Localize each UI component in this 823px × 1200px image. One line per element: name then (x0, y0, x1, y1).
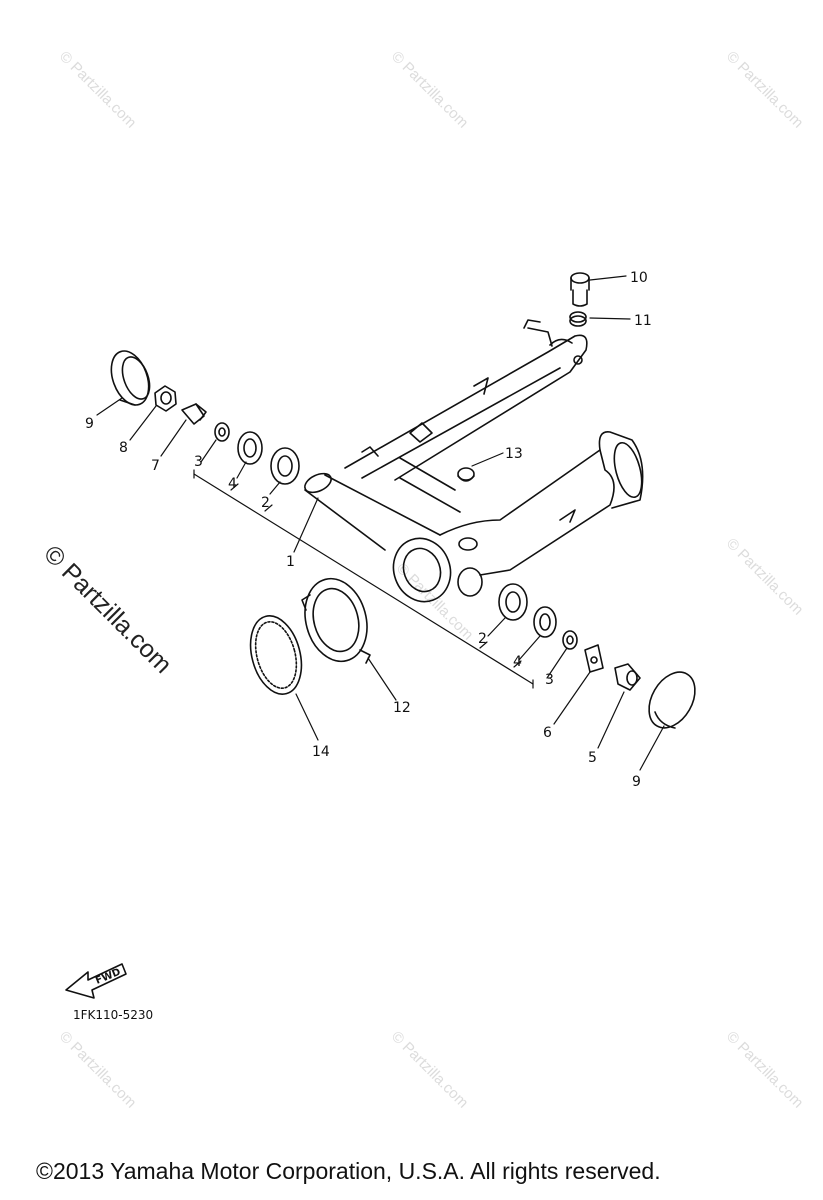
callout-label: 9 (85, 416, 94, 432)
bearing-part (237, 431, 263, 465)
fwd-arrow-icon (65, 963, 127, 999)
washer-part (562, 630, 578, 650)
gasket-part (249, 615, 303, 695)
callout-label: 4 (228, 476, 237, 492)
nut-part (154, 385, 177, 412)
callout-label: 3 (545, 672, 554, 688)
callout-label: 2 (478, 631, 487, 647)
callout-label: 11 (634, 313, 652, 329)
rear-fork-part (304, 319, 644, 603)
washer-part (214, 422, 230, 442)
callout-label: 2 (261, 495, 270, 511)
callout-label: 14 (312, 744, 330, 760)
callout-label: 13 (505, 446, 523, 462)
callout-label: 6 (543, 725, 552, 741)
callout-label: 9 (632, 774, 641, 790)
callout-label: 1 (286, 554, 295, 570)
copyright-notice: ©2013 Yamaha Motor Corporation, U.S.A. A… (36, 1158, 661, 1184)
cap-part (648, 671, 696, 729)
lock-washer-part (584, 644, 604, 673)
callout-label: 8 (119, 440, 128, 456)
callout-label: 12 (393, 700, 411, 716)
callout-label: 4 (513, 654, 522, 670)
cap-part (457, 467, 475, 482)
washer-part (569, 311, 587, 327)
bearing-part (270, 447, 300, 485)
callout-label: 7 (151, 458, 160, 474)
callout-label: 3 (194, 454, 203, 470)
diagram-code: 1FK110-5230 (73, 1008, 154, 1022)
callout-label: 10 (630, 270, 648, 286)
leader-lines (96, 275, 665, 771)
adjusting-bolt-part (181, 403, 207, 425)
bearing-part (498, 583, 528, 621)
pivot-bolt-part (614, 663, 641, 691)
bolt-part (570, 272, 590, 307)
cap-part (110, 350, 151, 406)
ring-part (301, 577, 371, 664)
callout-label: 5 (588, 750, 597, 766)
bearing-part (533, 606, 557, 638)
